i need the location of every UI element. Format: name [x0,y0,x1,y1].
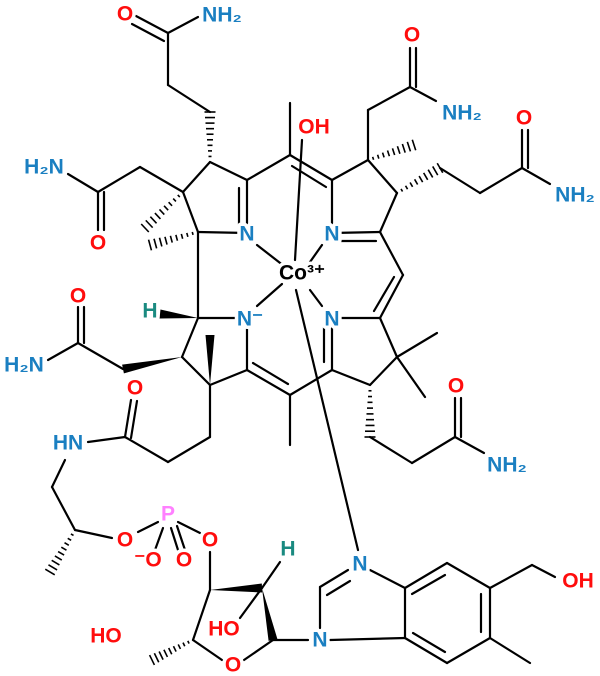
atom-label: HN [53,432,83,455]
hashed-bond [381,152,385,158]
wedge-bond [262,588,278,641]
hashed-bond [376,154,380,159]
atom-label: H [280,538,295,561]
atom-label: O [404,24,420,47]
hashed-bond [149,216,158,224]
hashed-bond [60,546,67,551]
hashed-bond [427,169,434,178]
atom-label: NH₂ [442,102,482,125]
hashed-bond [54,555,63,561]
hashed-bond [164,236,168,245]
hashed-bond [44,568,56,576]
hashed-bond [411,139,417,151]
hashed-bond [436,162,444,174]
atom-label: O [448,375,464,398]
hashed-bond [177,194,181,198]
atom-label: HO [208,618,240,641]
hashed-bond [396,145,401,155]
hashed-bond [145,219,154,229]
hashed-bond [158,651,164,660]
atom-label: N [239,223,254,246]
atom-label: NH₂ [202,4,242,27]
hashed-bond [371,156,375,161]
hashed-bond [148,654,156,666]
hashed-bond [182,642,186,647]
hashed-bond [401,143,406,153]
hashed-bond [140,223,150,233]
atom-label: H₂N [24,156,64,179]
atom-label: N [352,553,367,576]
atom-label: H [142,300,157,323]
hashed-bond [177,644,182,650]
stereo-bonds [44,111,444,666]
atom-label: NH₂ [555,184,595,207]
hashed-bond [67,537,72,542]
hashed-bond [422,172,429,181]
wedge-bond [122,357,182,374]
atom-label: O [70,285,86,308]
hashed-bond [186,232,189,238]
hashed-bond [391,148,396,156]
hashed-bond [154,212,161,220]
hashed-bond [172,645,177,652]
atom-label: N [324,223,339,246]
atom-label: ⁻O [134,549,161,572]
hashed-bond [167,647,173,655]
hashed-bond [158,208,165,216]
hashed-bond [400,188,404,192]
atom-label: N [312,629,327,652]
hashed-bond [386,150,391,157]
atom-label: O [202,529,218,552]
hashed-bond [163,205,169,211]
hashed-bond [169,235,174,243]
atom-label: N [324,308,339,331]
hashed-bond [168,201,173,207]
atom-label: O [225,654,241,676]
atom-label: H₂N [4,354,44,377]
atom-label: O [176,549,192,572]
wedge-bond [205,335,215,385]
hashed-bond [175,234,179,241]
hashed-bond [57,550,65,556]
hashed-bond [180,233,184,239]
hashed-bond [153,652,160,663]
hashed-bond [413,178,419,185]
atom-label: O [90,232,106,255]
hashed-bond [406,141,412,152]
atom-label: HO [90,625,122,648]
hashed-bond [404,185,409,190]
hashed-bond [191,231,194,236]
atom-label: O [516,107,532,130]
hashed-bond [409,182,414,188]
bonds [46,14,557,665]
hashed-bond [158,237,163,247]
hashed-bond [163,649,169,658]
hashed-bond [172,197,177,203]
atom-label: NH₂ [487,454,527,477]
hashed-bond [64,542,70,546]
hydroxo-ligand: OH [298,116,330,139]
hashed-bond [153,238,158,249]
hashed-bond [70,533,74,537]
wedge-bond [159,309,198,319]
atom-label: O [117,3,133,26]
hashed-bond [418,175,424,183]
hashed-bond [147,239,153,251]
hashed-bond [51,559,60,566]
hashed-bond [48,564,58,571]
atom-label: O [117,529,133,552]
atom-label: OH [562,570,594,593]
atom-label: N⁻ [237,308,263,331]
hashed-bond [187,640,190,644]
wedge-bond [210,583,263,593]
hashed-bond [432,166,439,176]
cobalt-center: Co³⁺ [279,262,325,285]
atom-label: O [127,377,143,400]
atom-label: P [161,503,175,526]
